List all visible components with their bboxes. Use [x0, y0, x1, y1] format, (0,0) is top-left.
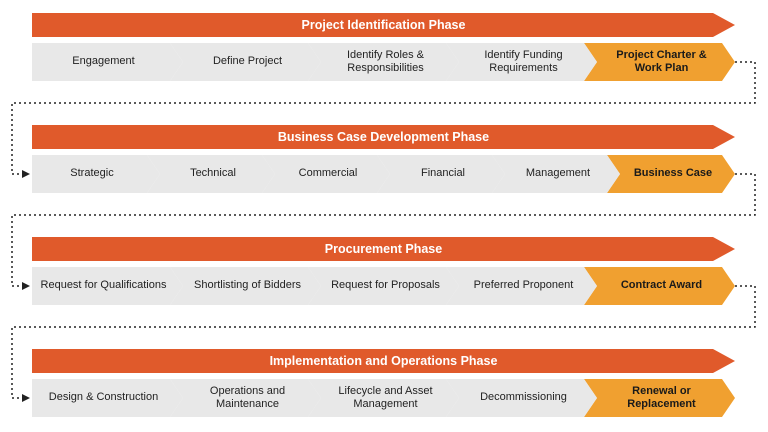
- phase-banner: Project Identification Phase: [32, 13, 735, 37]
- phase-step: Request for Qualifications: [32, 267, 183, 305]
- phase-step: Financial: [377, 155, 505, 193]
- step-label: Design & Construction: [48, 391, 159, 404]
- phase-step: Request for Proposals: [308, 267, 459, 305]
- phase-step: Define Project: [170, 43, 321, 81]
- step-label: Request for Qualifications: [40, 279, 167, 292]
- phase-step: Identify Roles & Responsibilities: [308, 43, 459, 81]
- step-label: Strategic: [70, 167, 114, 180]
- phase-outcome-step: Contract Award: [584, 267, 735, 305]
- phase-banner: Business Case Development Phase: [32, 125, 735, 149]
- step-label: Decommissioning: [480, 391, 567, 404]
- phase-step: Design & Construction: [32, 379, 183, 417]
- phase-step: Lifecycle and Asset Management: [308, 379, 459, 417]
- phase-step: Preferred Proponent: [446, 267, 597, 305]
- step-label: Business Case: [633, 167, 713, 180]
- step-label: Management: [525, 167, 591, 180]
- phase-step: Technical: [147, 155, 275, 193]
- step-label: Operations and Maintenance: [209, 384, 286, 410]
- phase-step: Identify Funding Requirements: [446, 43, 597, 81]
- phase-step: Commercial: [262, 155, 390, 193]
- step-label: Contract Award: [620, 279, 703, 292]
- phase-step: Engagement: [32, 43, 183, 81]
- phase-banner: Procurement Phase: [32, 237, 735, 261]
- phase-outcome-step: Renewal or Replacement: [584, 379, 735, 417]
- phase-outcome-step: Business Case: [607, 155, 735, 193]
- phase-step: Management: [492, 155, 620, 193]
- step-label: Define Project: [212, 55, 283, 68]
- step-label: Identify Funding Requirements: [484, 48, 563, 74]
- step-label: Renewal or Replacement: [627, 384, 696, 410]
- phase-step: Strategic: [32, 155, 160, 193]
- step-label: Shortlisting of Bidders: [194, 279, 301, 292]
- step-label: Request for Proposals: [331, 279, 440, 292]
- phase-step: Operations and Maintenance: [170, 379, 321, 417]
- phase-step: Shortlisting of Bidders: [170, 267, 321, 305]
- step-label: Commercial: [298, 167, 358, 180]
- step-label: Lifecycle and Asset Management: [338, 384, 433, 410]
- step-label: Project Charter & Work Plan: [616, 48, 707, 74]
- phase-banner: Implementation and Operations Phase: [32, 349, 735, 373]
- step-label: Financial: [420, 167, 466, 180]
- step-label: Identify Roles & Responsibilities: [346, 48, 425, 74]
- phase-outcome-step: Project Charter & Work Plan: [584, 43, 735, 81]
- step-label: Technical: [190, 167, 236, 180]
- step-label: Engagement: [72, 55, 135, 68]
- phase-step: Decommissioning: [446, 379, 597, 417]
- step-label: Preferred Proponent: [473, 279, 574, 292]
